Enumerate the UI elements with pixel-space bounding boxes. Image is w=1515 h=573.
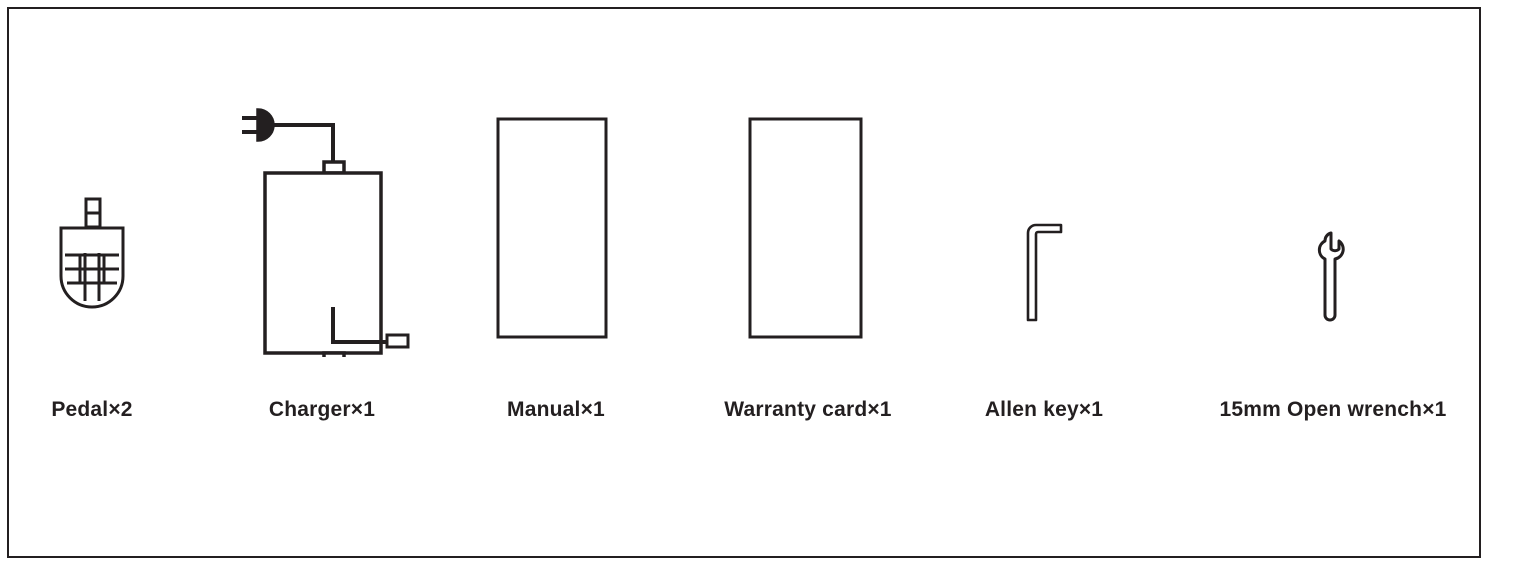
accessory-label-charger: Charger×1 xyxy=(268,398,376,421)
accessory-label-manual: Manual×1 xyxy=(507,398,605,421)
accessory-item-allen-key: Allen key×1 xyxy=(951,7,1137,558)
accessory-label-allen-key: Allen key×1 xyxy=(984,398,1104,421)
accessory-item-pedal: Pedal×2 xyxy=(7,7,177,558)
accessory-item-manual: Manual×1 xyxy=(473,7,639,558)
accessory-label-pedal: Pedal×2 xyxy=(51,398,133,421)
accessory-item-open-wrench: 15mm Open wrench×1 xyxy=(1185,7,1481,558)
accessory-label-warranty-card: Warranty card×1 xyxy=(724,398,892,421)
accessory-item-charger: Charger×1 xyxy=(237,7,410,558)
accessories-row: Pedal×2 xyxy=(7,7,1481,558)
pedal-icon xyxy=(47,197,137,322)
warranty-card-icon xyxy=(748,117,868,339)
page-border-frame xyxy=(7,7,1481,558)
open-end-wrench-icon xyxy=(1305,227,1361,322)
manual-booklet-icon xyxy=(496,117,616,339)
charger-icon xyxy=(232,102,412,357)
accessory-label-open-wrench: 15mm Open wrench×1 xyxy=(1219,398,1447,421)
accessory-item-warranty-card: Warranty card×1 xyxy=(697,7,919,558)
allen-key-icon xyxy=(1014,220,1074,322)
